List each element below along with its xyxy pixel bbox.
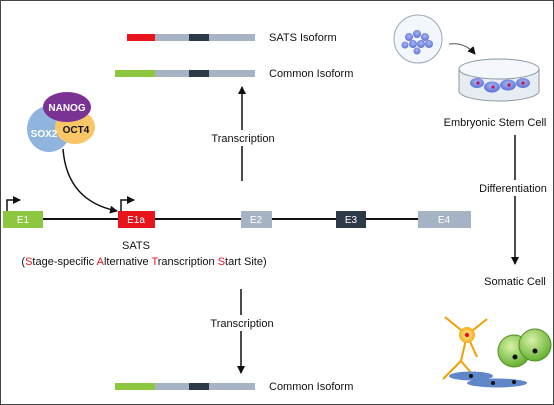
culture-dish-icon <box>458 58 540 102</box>
label-backdrop <box>207 130 279 146</box>
label-backdrop <box>471 180 553 196</box>
muscle-cells-icon <box>449 371 527 388</box>
sats-isoform-bar <box>127 34 255 41</box>
sats-isoform-label: SATS Isoform <box>269 32 337 44</box>
common-isoform-label-bottom: Common Isoform <box>269 381 353 393</box>
sats-expansion: (Stage-specific Alternative Transcriptio… <box>21 256 266 268</box>
exon-e3 <box>336 211 366 228</box>
differentiation-label: Differentiation <box>479 183 547 195</box>
exon-e1 <box>3 211 43 228</box>
nanog-label: NANOG <box>48 103 85 114</box>
exon-e3-label: E3 <box>345 215 358 226</box>
transcription-up-label: Transcription <box>211 133 274 145</box>
label-backdrop <box>206 315 278 331</box>
oct4-label: OCT4 <box>63 125 90 136</box>
common-isoform-label-top: Common Isoform <box>269 68 353 80</box>
exon-e4-label: E4 <box>438 215 451 226</box>
culture-arrow <box>448 43 476 55</box>
embryo-cluster-icon <box>393 14 443 64</box>
embryonic-stem-cell-label: Embryonic Stem Cell <box>444 117 547 129</box>
transcription-factor-complex <box>27 92 95 152</box>
green-cells-icon <box>497 328 552 368</box>
exon-e2 <box>241 211 272 228</box>
exon-e1a-label: E1a <box>127 215 145 226</box>
sox2-label: SOX2 <box>31 129 58 140</box>
neuron-icon <box>442 316 488 380</box>
transcription-down-label: Transcription <box>210 318 273 330</box>
exon-e1-label: E1 <box>17 215 30 226</box>
somatic-cell-label: Somatic Cell <box>484 276 546 288</box>
tss-e1a-arrow <box>120 196 135 211</box>
exon-e2-label: E2 <box>250 215 263 226</box>
sats-title: SATS <box>122 240 150 252</box>
nanog-shape <box>43 92 91 122</box>
tss-e1-arrow <box>6 196 21 211</box>
binding-arrow <box>62 148 118 214</box>
exon-e1a <box>118 211 155 228</box>
exon-e4 <box>418 211 471 228</box>
common-isoform-bar-top <box>115 70 255 77</box>
common-isoform-bar-bottom <box>115 383 255 390</box>
